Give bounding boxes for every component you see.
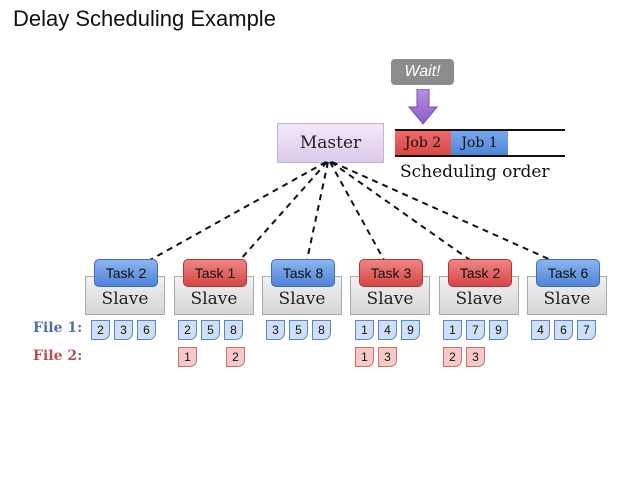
- link-slave-4: [329, 161, 385, 261]
- task-badge-slave-2: Task 1: [183, 259, 247, 287]
- task-badge-slave-6: Task 6: [536, 259, 600, 287]
- file-2-chunk: 2: [443, 347, 462, 367]
- wait-arrow-icon: [408, 89, 438, 125]
- file-2-chunk: 2: [226, 347, 245, 367]
- link-slave-2: [239, 161, 328, 261]
- file-1-chunk: 7: [466, 320, 485, 340]
- file-2-chunk: 1: [178, 347, 197, 367]
- file-2-label: File 2:: [33, 348, 83, 364]
- queue-job-1: Job 1: [451, 131, 508, 155]
- file-1-chunk: 7: [577, 320, 596, 340]
- file-1-chunk: 6: [554, 320, 573, 340]
- link-slave-5: [330, 161, 471, 261]
- file-1-chunk: 9: [489, 320, 508, 340]
- queue-bottom-border: [395, 155, 565, 157]
- slide-title: Delay Scheduling Example: [13, 6, 276, 31]
- job-queue: Job 2 Job 1: [395, 129, 565, 157]
- link-slave-6: [331, 161, 552, 261]
- file-1-chunk: 2: [91, 320, 110, 340]
- file-2-chunk: 3: [378, 347, 397, 367]
- task-badge-slave-5: Task 2: [448, 259, 512, 287]
- task-badge-slave-1: Task 2: [94, 259, 158, 287]
- link-slave-1: [149, 161, 327, 261]
- file-1-chunk: 9: [401, 320, 420, 340]
- link-slave-3: [306, 161, 329, 261]
- file-1-chunk: 5: [289, 320, 308, 340]
- file-1-chunk: 3: [114, 320, 133, 340]
- file-2-chunk: 1: [355, 347, 374, 367]
- file-1-chunk: 3: [266, 320, 285, 340]
- file-1-chunk: 8: [312, 320, 331, 340]
- task-badge-slave-4: Task 3: [359, 259, 423, 287]
- queue-job-2: Job 2: [395, 131, 451, 155]
- scheduling-order-caption: Scheduling order: [400, 162, 550, 182]
- file-2-chunk: 3: [466, 347, 485, 367]
- file-1-label: File 1:: [33, 320, 83, 336]
- task-badge-slave-3: Task 8: [271, 259, 335, 287]
- wait-label: Wait!: [391, 59, 454, 85]
- file-1-chunk: 5: [201, 320, 220, 340]
- file-1-chunk: 4: [531, 320, 550, 340]
- file-1-chunk: 1: [355, 320, 374, 340]
- queue-top-border: [395, 129, 565, 131]
- file-1-chunk: 4: [378, 320, 397, 340]
- file-1-chunk: 8: [224, 320, 243, 340]
- file-1-chunk: 1: [443, 320, 462, 340]
- file-1-chunk: 2: [178, 320, 197, 340]
- file-1-chunk: 6: [137, 320, 156, 340]
